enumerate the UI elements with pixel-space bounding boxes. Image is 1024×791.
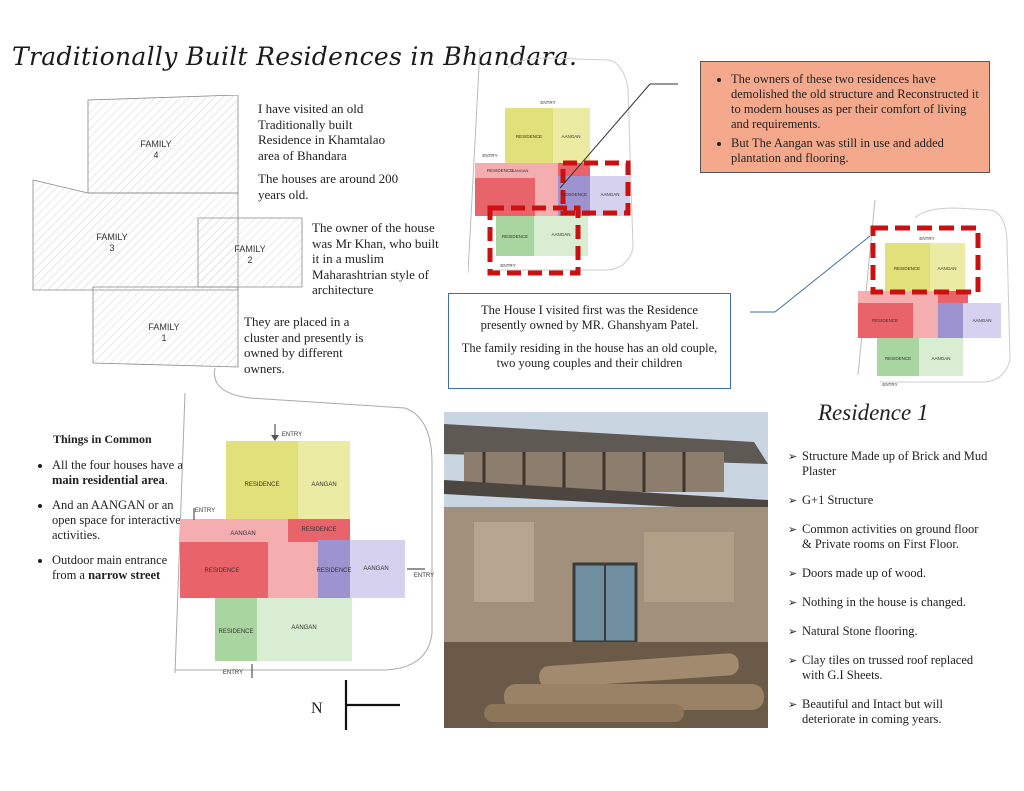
svg-text:ENTRY: ENTRY bbox=[500, 263, 515, 268]
list-item: Outdoor main entrance from a narrow stre… bbox=[52, 553, 192, 583]
svg-text:AANGAN: AANGAN bbox=[931, 356, 950, 361]
svg-text:RESIDENCE: RESIDENCE bbox=[244, 482, 279, 488]
svg-text:RESIDENCE: RESIDENCE bbox=[487, 168, 513, 173]
list-item: ➢Structure Made up of Brick and Mud Plas… bbox=[788, 449, 988, 478]
svg-text:AANGAN: AANGAN bbox=[937, 266, 956, 271]
orange-note: The owners of these two residences have … bbox=[700, 61, 990, 173]
svg-text:RESIDENCE: RESIDENCE bbox=[316, 568, 351, 574]
svg-text:AANGAN: AANGAN bbox=[291, 625, 316, 631]
residence-plan-large: RESIDENCE AANGAN AANGAN RESIDENCE RESIDE… bbox=[174, 368, 434, 678]
svg-text:AANGAN: AANGAN bbox=[600, 192, 619, 197]
family-1-label: FAMILY bbox=[148, 322, 179, 332]
residence-photo bbox=[444, 412, 768, 728]
svg-text:ENTRY: ENTRY bbox=[195, 508, 215, 514]
residence-1-list: ➢Structure Made up of Brick and Mud Plas… bbox=[788, 449, 988, 741]
arrow-bullet-icon: ➢ bbox=[788, 596, 798, 609]
list-item: ➢Clay tiles on trussed roof replaced wit… bbox=[788, 653, 974, 682]
things-in-common-list: All the four houses have a main resident… bbox=[36, 458, 192, 593]
list-item: ➢Beautiful and Intact but will deteriora… bbox=[788, 697, 943, 726]
family-4-label: FAMILY bbox=[140, 139, 171, 149]
list-item: ➢G+1 Structure bbox=[788, 493, 874, 507]
svg-text:RESIDENCE: RESIDENCE bbox=[872, 318, 898, 323]
arrow-bullet-icon: ➢ bbox=[788, 494, 798, 507]
list-item: And an AANGAN or an open space for inter… bbox=[52, 498, 192, 543]
intro-text-3: They are placed in a cluster and present… bbox=[244, 314, 364, 376]
things-in-common-title: Things in Common bbox=[53, 432, 152, 446]
list-item: ➢Common activities on ground floor & Pri… bbox=[788, 522, 979, 551]
arrow-bullet-icon: ➢ bbox=[788, 698, 798, 711]
page-title: Traditionally Built Residences in Bhanda… bbox=[12, 42, 578, 71]
svg-text:ENTRY: ENTRY bbox=[882, 382, 897, 387]
list-item: ➢Doors made up of wood. bbox=[788, 566, 926, 580]
north-compass bbox=[344, 680, 400, 730]
svg-text:RESIDENCE: RESIDENCE bbox=[894, 266, 920, 271]
connector-line-top bbox=[560, 83, 678, 189]
intro-text-1: I have visited an old Traditionally buil… bbox=[258, 101, 399, 202]
svg-text:ENTRY: ENTRY bbox=[919, 236, 934, 241]
list-item: ➢Nothing in the house is changed. bbox=[788, 595, 966, 609]
compass-north-label: N bbox=[311, 700, 323, 717]
svg-text:RESIDENCE: RESIDENCE bbox=[218, 629, 253, 635]
family-2-block bbox=[197, 217, 303, 288]
residence-plan-right: RESIDENCE AANGAN ENTRY RESIDENCE AANGAN … bbox=[857, 200, 1011, 387]
svg-text:ENTRY: ENTRY bbox=[282, 432, 302, 438]
orange-note-item: The owners of these two residences have … bbox=[731, 72, 979, 132]
svg-text:RESIDENCE: RESIDENCE bbox=[885, 356, 911, 361]
svg-text:ENTRY: ENTRY bbox=[223, 670, 243, 676]
svg-text:AANGAN: AANGAN bbox=[972, 318, 991, 323]
orange-note-item: But The Aangan was still in use and adde… bbox=[731, 136, 979, 166]
residence-block-yellow bbox=[226, 441, 298, 519]
arrow-bullet-icon: ➢ bbox=[788, 625, 798, 638]
list-item: All the four houses have a main resident… bbox=[52, 458, 192, 488]
connector-line-right bbox=[750, 235, 871, 313]
arrow-bullet-icon: ➢ bbox=[788, 567, 798, 580]
family-1-block bbox=[92, 286, 239, 368]
svg-text:RESIDENCE: RESIDENCE bbox=[561, 192, 587, 197]
svg-text:AANGAN: AANGAN bbox=[311, 482, 336, 488]
svg-text:RESIDENCE: RESIDENCE bbox=[502, 234, 528, 239]
intro-text-2: The owner of the house was Mr Khan, who … bbox=[312, 220, 439, 297]
svg-text:RESIDENCE: RESIDENCE bbox=[516, 134, 542, 139]
svg-text:ENTRY: ENTRY bbox=[482, 153, 497, 158]
svg-text:AANGAN: AANGAN bbox=[551, 232, 570, 237]
arrow-bullet-icon: ➢ bbox=[788, 523, 798, 536]
family-3-label: FAMILY bbox=[96, 232, 127, 242]
svg-text:ENTRY: ENTRY bbox=[540, 100, 555, 105]
aangan-block-yellow bbox=[298, 441, 350, 519]
arrow-bullet-icon: ➢ bbox=[788, 450, 798, 463]
svg-text:AANGAN: AANGAN bbox=[363, 566, 388, 572]
arrow-bullet-icon: ➢ bbox=[788, 654, 798, 667]
svg-text:AANGAN: AANGAN bbox=[230, 531, 255, 537]
svg-text:AANGAN: AANGAN bbox=[512, 168, 529, 173]
list-item: ➢Natural Stone flooring. bbox=[788, 624, 918, 638]
svg-text:RESIDENCE: RESIDENCE bbox=[204, 568, 239, 574]
residence-1-title: Residence 1 bbox=[818, 400, 929, 425]
family-2-label: FAMILY bbox=[234, 244, 265, 254]
svg-text:ENTRY: ENTRY bbox=[414, 573, 434, 579]
svg-text:AANGAN: AANGAN bbox=[561, 134, 580, 139]
residence-plan-top: RESIDENCE AANGAN RESIDENCE AANGAN RESIDE… bbox=[468, 48, 634, 276]
blue-note: The House I visited first was the Reside… bbox=[448, 293, 731, 389]
svg-text:RESIDENCE: RESIDENCE bbox=[301, 527, 336, 533]
